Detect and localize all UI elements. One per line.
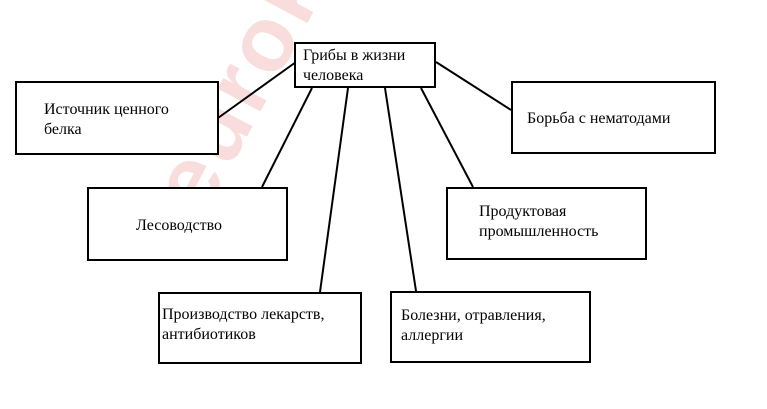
- node-drug-production: Производство лекарств, антибиотиков: [158, 292, 362, 364]
- central-node-label: Грибы в жизни человека: [303, 47, 406, 84]
- node-forestry: Лесоводство: [87, 187, 288, 261]
- node-nematode-control-label: Борьба с нематодами: [527, 110, 671, 127]
- connector-forestry: [261, 87, 313, 188]
- node-forestry-label: Лесоводство: [136, 217, 223, 234]
- connector-nematodes: [435, 61, 512, 111]
- node-drug-production-label: Производство лекарств, антибиотиков: [162, 306, 325, 343]
- node-nematode-control: Борьба с нематодами: [511, 81, 716, 154]
- connector-protein: [217, 61, 297, 119]
- connector-drugs: [319, 87, 349, 293]
- node-protein-source: Источник ценного белка: [15, 81, 219, 155]
- node-diseases-label: Болезни, отравления, аллергии: [401, 307, 546, 344]
- connector-food: [420, 87, 474, 188]
- central-node: Грибы в жизни человека: [294, 42, 436, 88]
- node-diseases: Болезни, отравления, аллергии: [390, 291, 591, 363]
- node-food-industry-label: Продуктовая промышленность: [479, 203, 599, 240]
- node-protein-source-label: Источник ценного белка: [44, 101, 169, 138]
- node-food-industry: Продуктовая промышленность: [446, 187, 647, 260]
- connector-diseases: [384, 87, 417, 292]
